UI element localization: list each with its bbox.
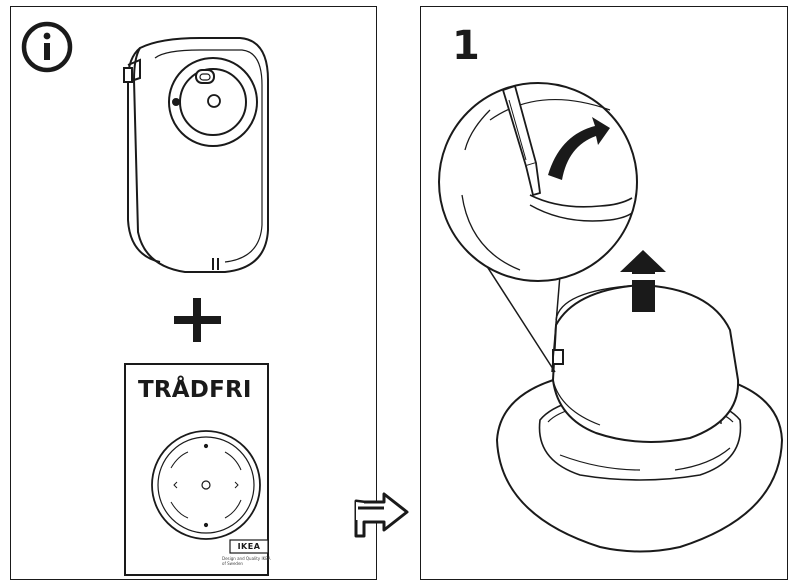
remote-puck-illustration: [551, 283, 740, 443]
ikea-logo: [229, 539, 269, 554]
remote-illustration: [151, 430, 261, 540]
manual-title: TRÅDFRI: [138, 377, 252, 403]
arrow-right-icon: [354, 492, 409, 538]
smart-plug-illustration: [123, 37, 269, 273]
info-icon: [21, 21, 73, 73]
ikea-logo-caption: Design and Quality IKEA of Sweden: [222, 556, 271, 566]
rotate-arrow-icon: [548, 117, 610, 180]
ikea-logo-text: IKEA: [237, 542, 261, 551]
step-number: 1: [452, 23, 480, 69]
arrow-up-icon: [620, 250, 666, 312]
plus-icon: [174, 298, 221, 342]
manual-booklet: [124, 363, 269, 576]
screwdriver-icon: [501, 84, 541, 197]
